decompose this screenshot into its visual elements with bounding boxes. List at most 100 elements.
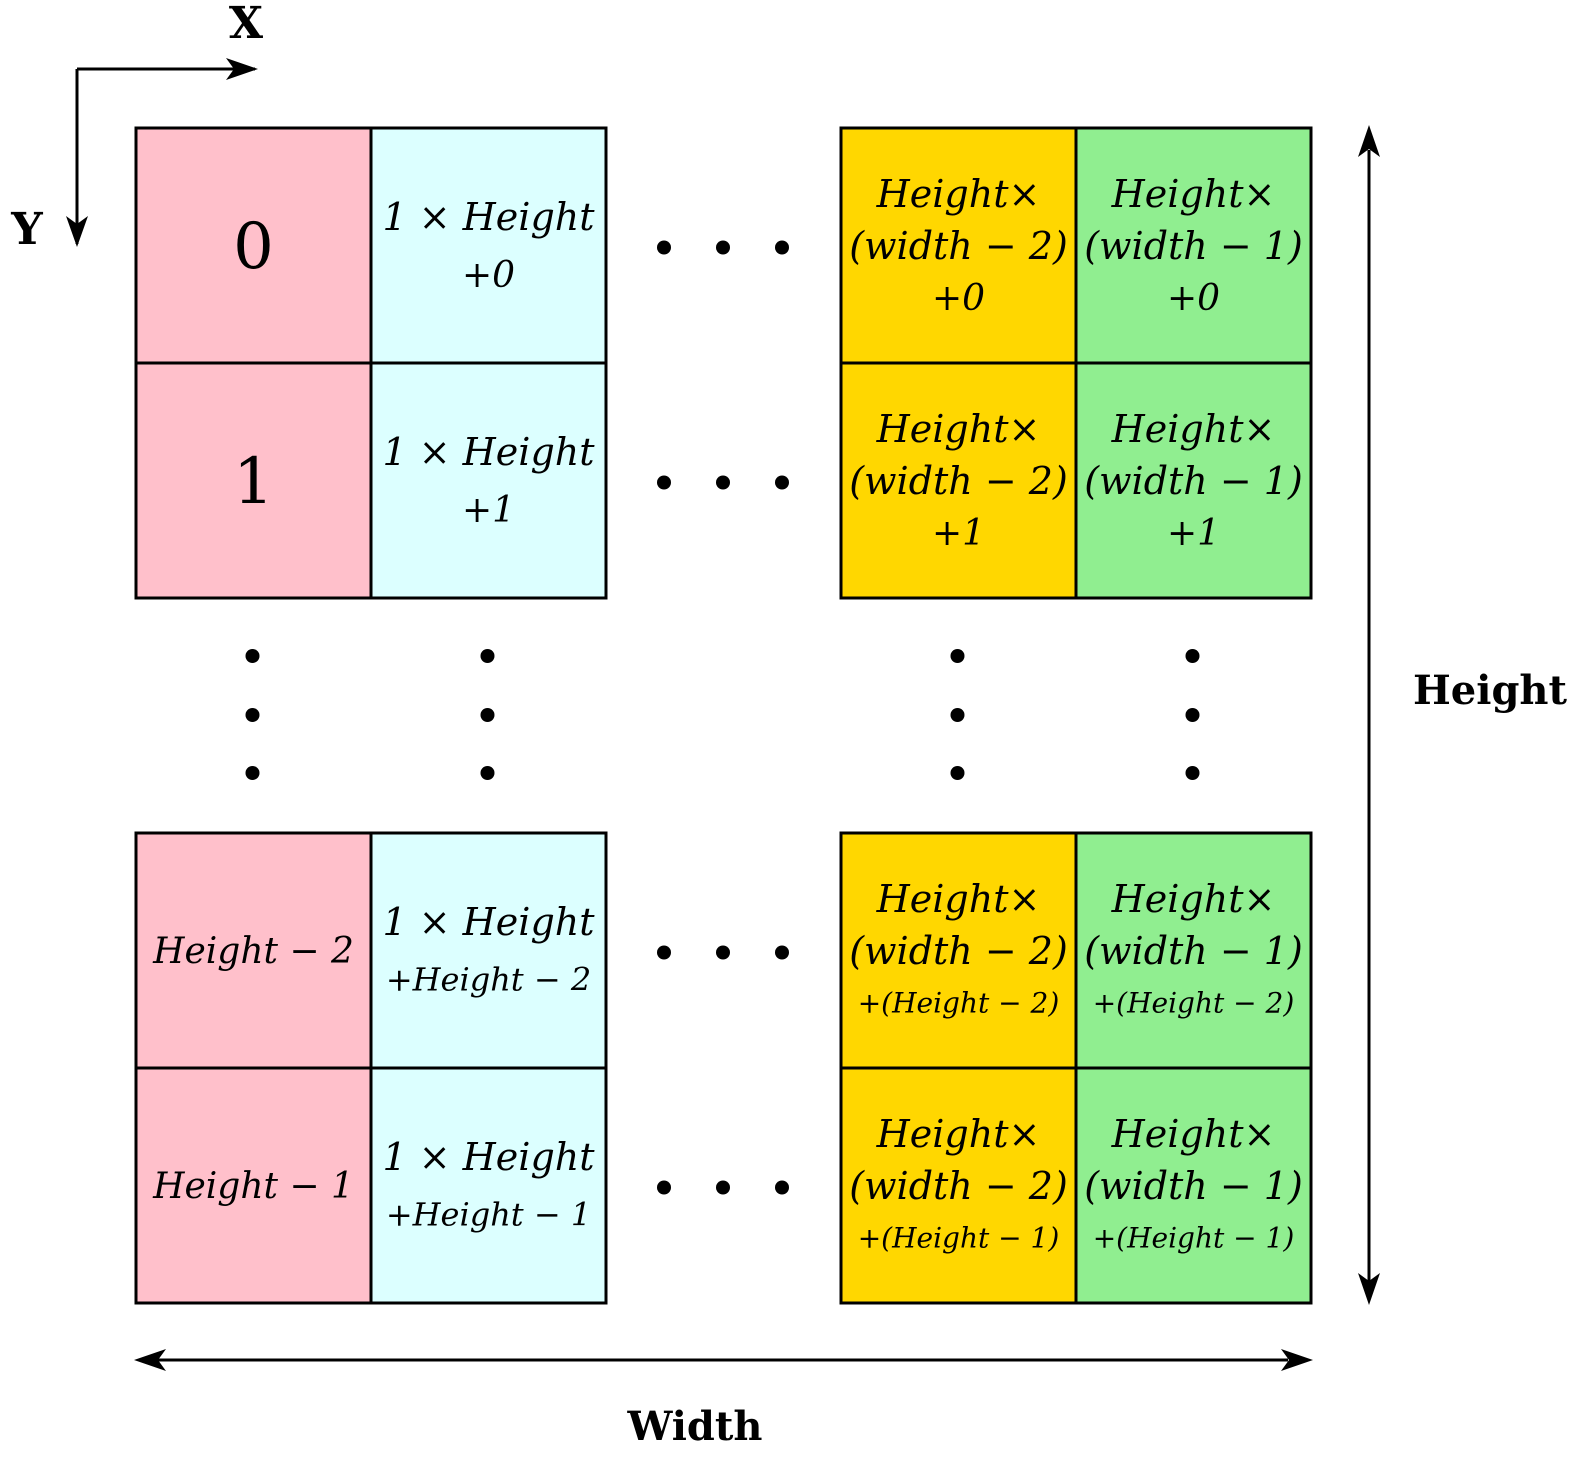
cell-r3c1: 1 × Height +Height − 1	[369, 1066, 608, 1305]
cell-r3c0: Height − 1	[134, 1066, 373, 1305]
ellipsis-dot	[245, 708, 260, 722]
ellipsis-dot	[245, 766, 260, 780]
cell-text-line: 1 × Height	[382, 195, 595, 239]
ellipsis-dot	[775, 1180, 789, 1195]
cell-text-line: (width − 1)	[1084, 224, 1303, 268]
cell-r2c2: Height×(width − 2)+(Height − 2)	[839, 831, 1078, 1070]
cell-box	[369, 126, 608, 365]
ellipsis-dot	[657, 945, 671, 960]
ellipsis-dot	[657, 240, 671, 255]
cell-text-line: (width − 1)	[1084, 1164, 1303, 1208]
cell-text-line: Height×	[1111, 407, 1276, 451]
cell-r0c3: Height× (width − 1) +0	[1074, 126, 1313, 365]
ellipsis-dot	[1185, 649, 1200, 663]
y-axis-arrowhead	[66, 216, 88, 247]
width-arrow-right	[1281, 1349, 1313, 1371]
cell-text-line: +0	[932, 278, 985, 319]
cell-box	[134, 361, 373, 600]
ellipsis-dot	[1185, 766, 1200, 780]
cell-text-line: +(Height − 2)	[858, 986, 1060, 1019]
cell-box	[369, 1066, 608, 1305]
cell-r1c3: Height× (width − 1) +1	[1074, 361, 1313, 600]
cell-box	[1074, 831, 1313, 1070]
cell-text-line: +Height − 2	[386, 961, 591, 999]
cell-box	[1074, 1066, 1313, 1305]
cell-text-line: +(Height − 1)	[858, 1221, 1060, 1254]
cell-r3c3: Height× (width − 1) +(Height − 1)	[1074, 1066, 1313, 1305]
cell-text-line: (width − 2)	[849, 1164, 1068, 1208]
ellipsis-dot	[657, 475, 671, 490]
ellipsis-dot	[716, 240, 730, 255]
cell-r3c2: Height× (width − 2) +(Height − 1)	[839, 1066, 1078, 1305]
cell-text-line: 0	[233, 210, 274, 284]
cell-text-line: +(Height − 1)	[1093, 1221, 1295, 1254]
ellipsis-dot	[657, 1180, 671, 1195]
cell-box	[134, 1066, 373, 1305]
cell-text-line: Height×	[876, 1112, 1041, 1156]
cell-text-line: 1 × Height	[382, 1135, 595, 1179]
cell-text-line: +1	[932, 513, 985, 554]
cell-text-line: Height×	[1111, 877, 1276, 921]
cell-text-line: 1	[233, 445, 274, 519]
width-label: Width	[627, 1403, 763, 1450]
cell-text-line: +0	[462, 255, 515, 296]
cell-r2c1: 1 × Height +Height − 2	[369, 831, 608, 1070]
ellipsis-dot	[716, 475, 730, 490]
ellipsis-dot	[480, 766, 495, 780]
cell-text-line: +(Height − 2)	[1093, 986, 1295, 1019]
ellipsis-dot	[775, 475, 789, 490]
cell-text-line: (width − 1)	[1084, 929, 1303, 973]
ellipsis-dot	[950, 649, 965, 663]
ellipsis-dot	[480, 649, 495, 663]
cell-box	[369, 361, 608, 600]
cell-r2c0: Height − 2	[134, 831, 373, 1070]
cell-text-line: Height − 1	[152, 1166, 354, 1207]
cell-box	[369, 831, 608, 1070]
cell-box	[839, 831, 1078, 1070]
cell-text-line: Height×	[1111, 1112, 1276, 1156]
cell-text-line: Height − 2	[152, 931, 354, 972]
height-dimension: Height	[1358, 125, 1568, 1305]
ellipsis-dot	[716, 945, 730, 960]
cell-text-line: Height×	[1111, 172, 1276, 216]
cell-r2c3: Height× (width − 1) +(Height − 2)	[1074, 831, 1313, 1070]
cell-box	[1074, 361, 1313, 600]
cell-text-line: Height×	[876, 407, 1041, 451]
ellipsis-dots	[245, 240, 1200, 1195]
ellipsis-dot	[775, 945, 789, 960]
cell-text-line: +1	[462, 490, 515, 531]
cell-text-line: (width − 2)	[849, 224, 1068, 268]
width-arrow-left	[134, 1349, 166, 1371]
ellipsis-dot	[716, 1180, 730, 1195]
cell-r1c0: 1	[134, 361, 373, 600]
ellipsis-dot	[1185, 708, 1200, 722]
height-arrow-bottom	[1358, 1273, 1380, 1305]
cell-box	[839, 1066, 1078, 1305]
y-axis-label: Y	[10, 204, 43, 255]
cell-text-line: Height×	[876, 172, 1041, 216]
height-label: Height	[1413, 667, 1567, 714]
cell-box	[839, 126, 1078, 365]
ellipsis-dot	[480, 708, 495, 722]
width-dimension: Width	[134, 1349, 1313, 1450]
cell-text-line: +Height − 1	[386, 1196, 591, 1234]
cell-text-line: +0	[1167, 278, 1220, 319]
cell-r0c0: 0	[134, 126, 373, 365]
cell-text-line: 1 × Height	[382, 430, 595, 474]
cell-text-line: +1	[1167, 513, 1220, 554]
ellipsis-dot	[950, 708, 965, 722]
cell-text-line: (width − 1)	[1084, 459, 1303, 503]
cell-r0c1: 1 × Height +0	[369, 126, 608, 365]
cell-text-line: (width − 2)	[849, 929, 1068, 973]
axis-indicator: X Y	[10, 0, 264, 255]
cell-box	[839, 361, 1078, 600]
cell-text-line: 1 × Height	[382, 900, 595, 944]
height-arrow-top	[1358, 125, 1380, 157]
cell-r1c1: 1 × Height +1	[369, 361, 608, 600]
cell-r0c2: Height× (width − 2) +0	[839, 126, 1078, 365]
cell-r1c2: Height× (width − 2) +1	[839, 361, 1078, 600]
ellipsis-dot	[245, 649, 260, 663]
cell-text-line: (width − 2)	[849, 459, 1068, 503]
